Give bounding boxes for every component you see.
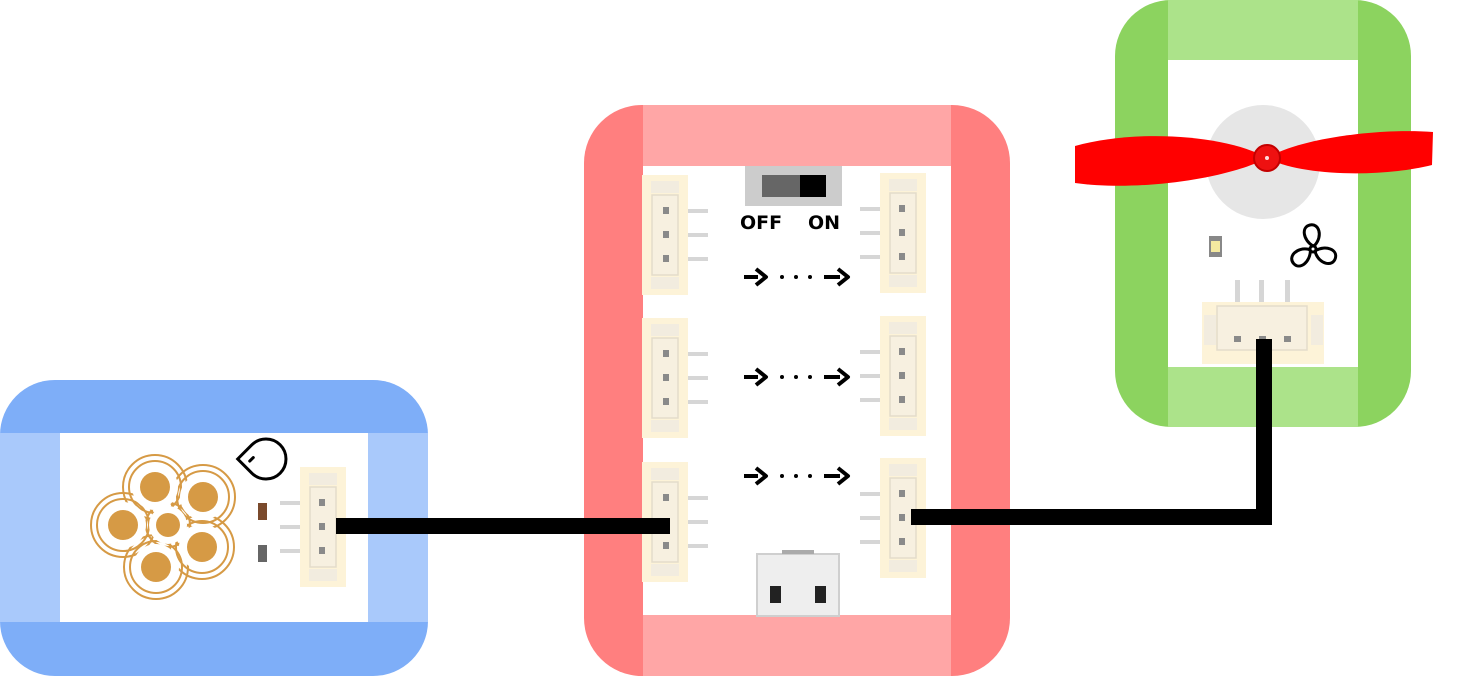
fan-module	[1075, 0, 1433, 427]
switch-off-label: OFF	[740, 212, 782, 234]
resistor	[258, 545, 267, 562]
led	[1209, 236, 1222, 257]
propeller	[1075, 131, 1433, 186]
power-switch[interactable]	[745, 166, 842, 206]
fan-icon	[1290, 223, 1338, 268]
usb-port	[756, 550, 840, 617]
switch-on-label: ON	[808, 212, 840, 234]
wires	[336, 339, 1272, 534]
wire-hub-to-fan	[911, 339, 1272, 525]
resistor	[258, 503, 267, 520]
water-drop-icon	[235, 437, 288, 481]
water-sensor-module	[0, 380, 428, 676]
hub-module: OFF ON	[584, 105, 1010, 676]
